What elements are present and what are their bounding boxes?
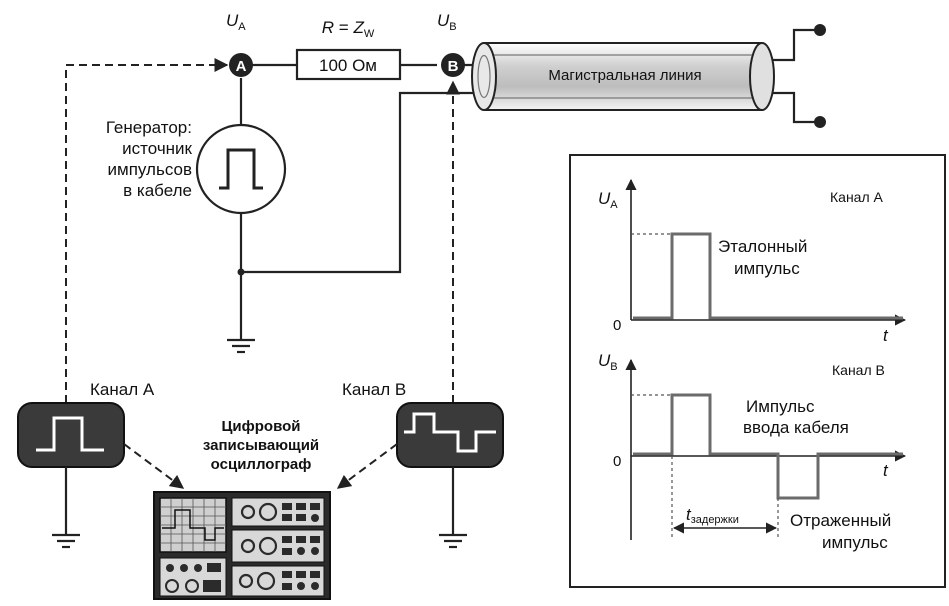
terminal-dot-bottom [814, 116, 826, 128]
probe-line-a [65, 58, 229, 403]
resistor-z-subscript: W [364, 28, 375, 40]
svg-text:ввода кабеля: ввода кабеля [743, 418, 849, 437]
timing-graph-panel [569, 154, 946, 588]
node-b-letter: B [448, 58, 459, 75]
svg-text:импульс: импульс [822, 533, 888, 552]
svg-text:источник: источник [122, 139, 192, 158]
cable-pulse-trace [633, 393, 903, 500]
resistor [295, 48, 402, 81]
channel-b-display [396, 402, 504, 468]
arrow-channel-a-to-scope [123, 443, 185, 489]
terminal-dot-top [814, 24, 826, 36]
svg-text:осциллограф: осциллограф [211, 456, 312, 473]
cable-label: Магистральная линия [548, 67, 701, 84]
graph-channel-a-label: Канал А [830, 189, 884, 205]
generator-pulse-icon [219, 148, 263, 190]
voltage-ua-label: UA [226, 11, 246, 33]
input-pulse-label: Импульс ввода кабеля [743, 397, 849, 437]
node-a-letter: A [236, 58, 247, 75]
svg-text:импульс: импульс [734, 259, 800, 278]
ground-symbol-channel-a [52, 533, 80, 549]
resistor-z-symbol: Z [352, 18, 364, 37]
resistor-value: 100 Ом [319, 56, 377, 75]
graph-t-a: t [883, 326, 889, 345]
generator-label: Генератор: источник импульсов в кабеле [106, 118, 193, 200]
reference-pulse-trace [633, 232, 903, 320]
voltage-ub-label: UB [437, 11, 457, 33]
svg-text:Цифровой: Цифровой [221, 418, 300, 435]
node-b [441, 53, 465, 77]
resistor-label: R = ZW [322, 18, 375, 40]
svg-text:записывающий: записывающий [203, 437, 319, 454]
channel-b-label: Канал В [342, 380, 406, 399]
cable [471, 42, 775, 111]
svg-text:Эталонный: Эталонный [718, 237, 807, 256]
graph-ua-label: UA [598, 189, 618, 211]
oscilloscope-label: Цифровой записывающий осциллограф [203, 418, 319, 473]
wire-termination-top [772, 28, 820, 62]
node-a [229, 53, 253, 77]
wire-termination-bottom [772, 91, 820, 124]
svg-text:Отраженный: Отраженный [790, 511, 891, 530]
svg-text:Импульс: Импульс [746, 397, 815, 416]
svg-text:Генератор:: Генератор: [106, 118, 192, 137]
graph-channel-b [625, 358, 907, 540]
resistor-equals: = [334, 18, 353, 37]
svg-text:импульсов: импульсов [108, 160, 192, 179]
reflected-pulse-label: Отраженный импульс [790, 511, 891, 552]
graph-channel-a [625, 178, 907, 326]
channel-a-label: Канал А [90, 380, 155, 399]
arrow-channel-b-to-scope [336, 443, 398, 489]
delay-label: tзадержки [686, 505, 739, 526]
wire-return [241, 91, 484, 274]
oscilloscope [153, 491, 331, 600]
graph-zero-a: 0 [613, 317, 621, 334]
ground-symbol-channel-b [439, 533, 467, 549]
channel-a-display [17, 402, 125, 468]
graph-zero-b: 0 [613, 453, 621, 470]
graph-ub-label: UB [598, 351, 618, 373]
svg-text:в кабеле: в кабеле [123, 181, 192, 200]
graph-t-b: t [883, 461, 889, 480]
graph-channel-b-label: Канал В [832, 362, 885, 378]
ground-symbol-generator [227, 338, 255, 354]
generator-circle [195, 123, 287, 215]
reference-pulse-label: Эталонный импульс [718, 237, 807, 278]
resistor-r-symbol: R [322, 18, 334, 37]
